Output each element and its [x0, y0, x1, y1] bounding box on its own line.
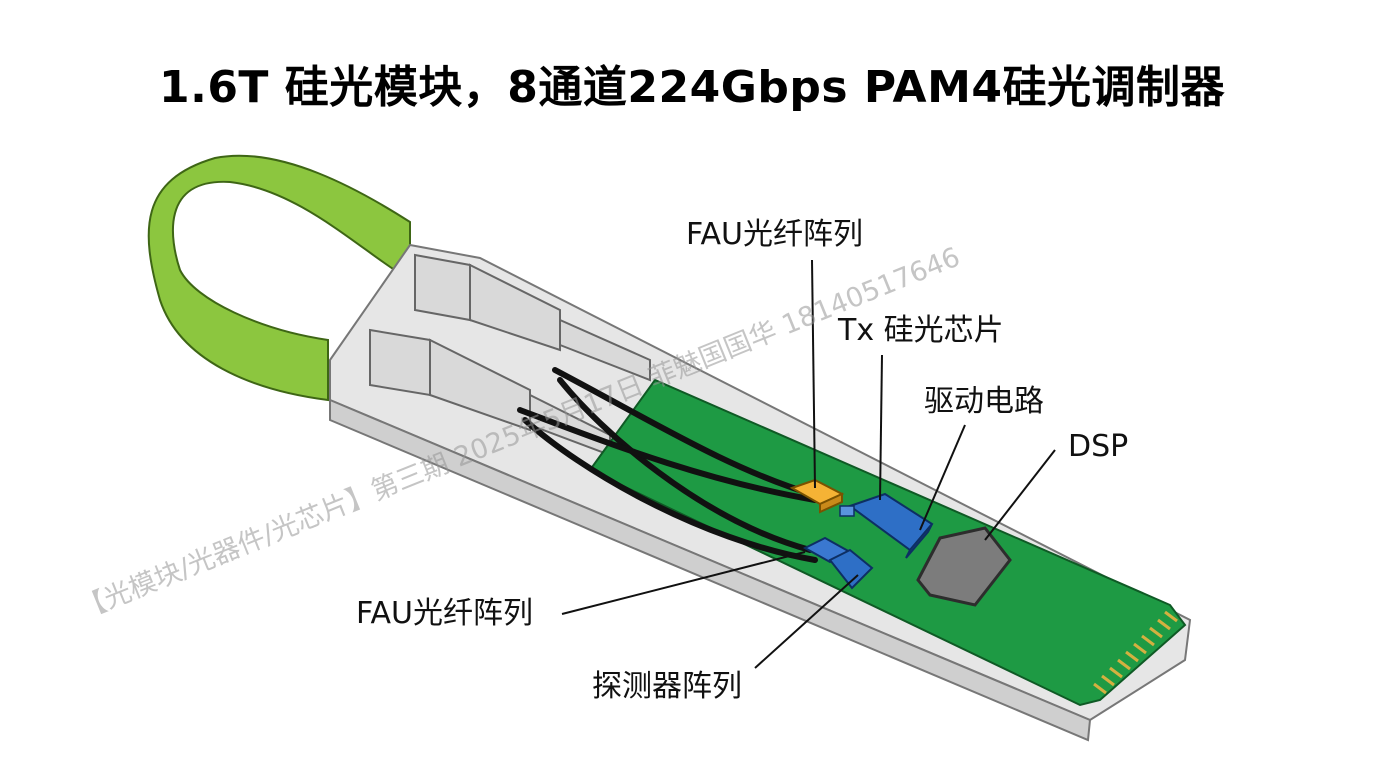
pcb-board [588, 378, 1187, 707]
leader-lines [561, 259, 1056, 669]
label-fau-bottom: FAU光纤阵列 [356, 596, 533, 631]
dsp-chip [916, 526, 1012, 607]
label-tx-chip: Tx 硅光芯片 [838, 313, 1004, 348]
detector-array [828, 548, 874, 590]
connector-latches [369, 253, 651, 457]
page-title: 1.6T 硅光模块，8通道224Gbps PAM4硅光调制器 [158, 62, 1225, 113]
label-detector: 探测器阵列 [592, 669, 742, 704]
label-dsp: DSP [1068, 429, 1129, 464]
fiber-bundles [517, 367, 818, 563]
edge-connector [1093, 610, 1178, 695]
housing-side [329, 398, 1092, 742]
label-fau-top: FAU光纤阵列 [686, 217, 863, 252]
label-driver: 驱动电路 [924, 384, 1044, 419]
pull-tab [147, 154, 411, 402]
